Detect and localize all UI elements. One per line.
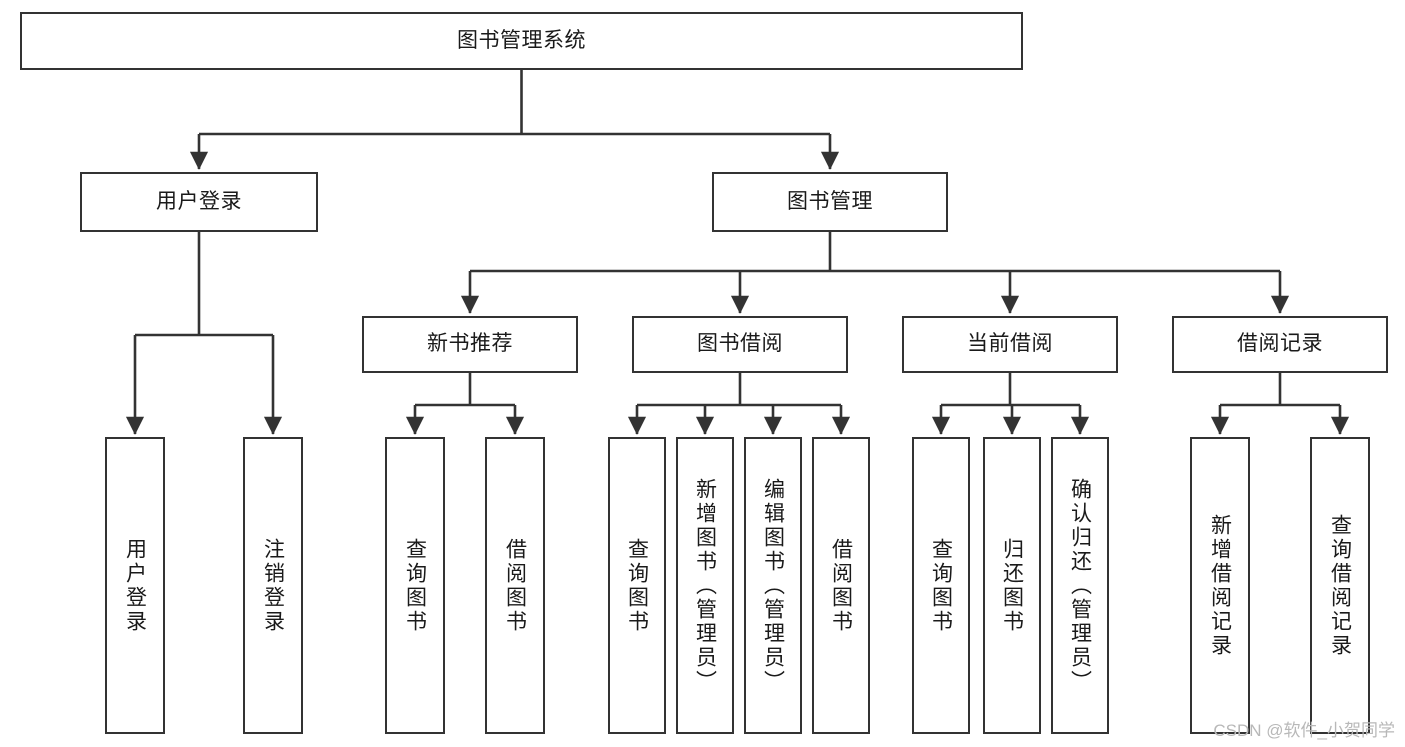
- node-leaf-confirm-return[interactable]: 确认归还（管理员）: [1051, 437, 1109, 734]
- node-label: 用户登录: [123, 537, 147, 634]
- node-leaf-borrow-book-2[interactable]: 借阅图书: [812, 437, 870, 734]
- node-book-manage[interactable]: 图书管理: [712, 172, 948, 232]
- node-label: 当前借阅: [967, 332, 1053, 356]
- node-leaf-add-record[interactable]: 新增借阅记录: [1190, 437, 1250, 734]
- node-label: 图书管理: [787, 189, 873, 213]
- node-label: 编辑图书（管理员）: [761, 477, 785, 694]
- node-label: 借阅图书: [503, 537, 527, 634]
- node-leaf-query-book-3[interactable]: 查询图书: [912, 437, 970, 734]
- node-label: 归还图书: [1000, 537, 1024, 634]
- node-label: 查询图书: [625, 537, 649, 634]
- node-user-login[interactable]: 用户登录: [80, 172, 318, 232]
- node-leaf-query-book-1[interactable]: 查询图书: [385, 437, 445, 734]
- node-label: 图书管理系统: [457, 28, 586, 52]
- csdn-watermark: CSDN @软件_小贺同学: [1213, 721, 1395, 740]
- node-label: 新增图书（管理员）: [693, 477, 717, 694]
- node-label: 新增借阅记录: [1208, 513, 1232, 658]
- node-label: 借阅图书: [829, 537, 853, 634]
- node-leaf-user-login[interactable]: 用户登录: [105, 437, 165, 734]
- node-label: 借阅记录: [1237, 332, 1323, 356]
- node-label: 确认归还（管理员）: [1068, 477, 1092, 694]
- node-label: 注销登录: [261, 537, 285, 634]
- node-new-book-recommend[interactable]: 新书推荐: [362, 316, 578, 373]
- node-leaf-query-book-2[interactable]: 查询图书: [608, 437, 666, 734]
- node-leaf-add-book[interactable]: 新增图书（管理员）: [676, 437, 734, 734]
- node-leaf-logout[interactable]: 注销登录: [243, 437, 303, 734]
- node-book-borrow[interactable]: 图书借阅: [632, 316, 848, 373]
- node-label: 图书借阅: [697, 332, 783, 356]
- node-label: 用户登录: [156, 189, 242, 213]
- node-leaf-return-book[interactable]: 归还图书: [983, 437, 1041, 734]
- node-root[interactable]: 图书管理系统: [20, 12, 1023, 70]
- node-current-borrow[interactable]: 当前借阅: [902, 316, 1118, 373]
- node-leaf-query-record[interactable]: 查询借阅记录: [1310, 437, 1370, 734]
- node-label: 查询借阅记录: [1328, 513, 1352, 658]
- node-leaf-borrow-book-1[interactable]: 借阅图书: [485, 437, 545, 734]
- node-borrow-record[interactable]: 借阅记录: [1172, 316, 1388, 373]
- node-leaf-edit-book[interactable]: 编辑图书（管理员）: [744, 437, 802, 734]
- node-label: 查询图书: [403, 537, 427, 634]
- node-label: 新书推荐: [427, 332, 513, 356]
- node-label: 查询图书: [929, 537, 953, 634]
